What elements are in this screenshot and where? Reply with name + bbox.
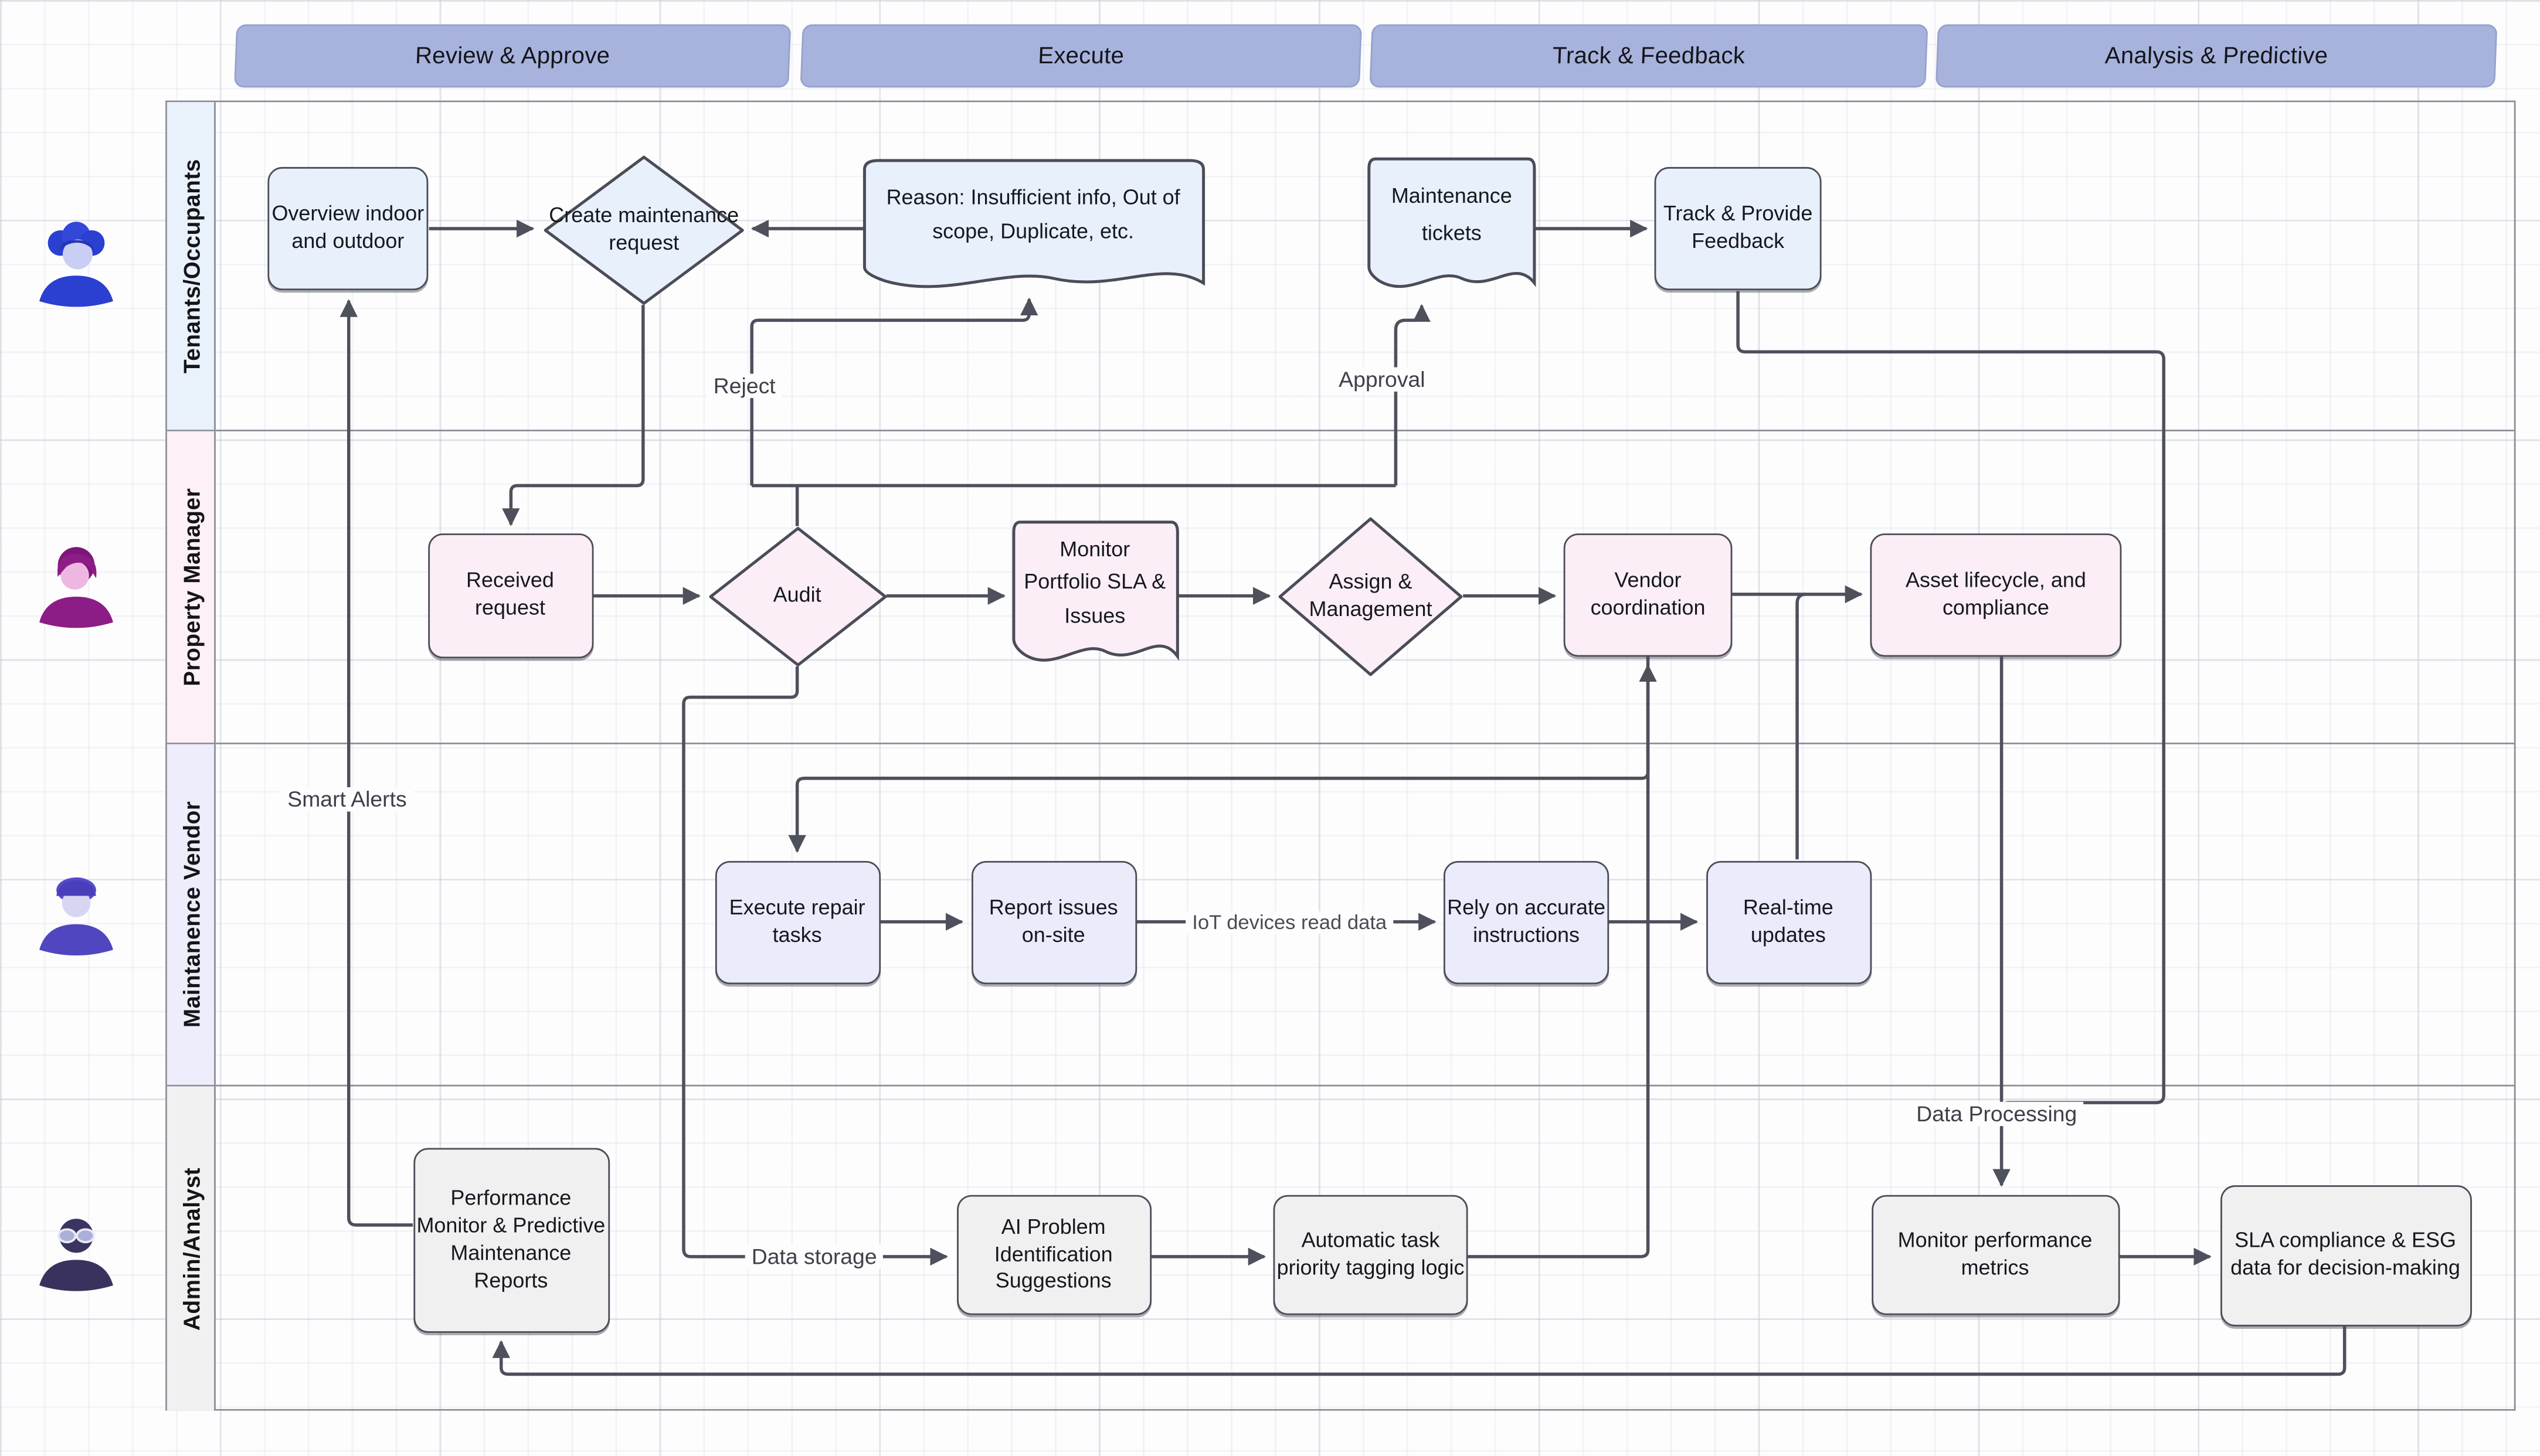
edge-label-data-storage: Data storage (745, 1244, 884, 1269)
node-label: Create maintenance request (549, 203, 739, 255)
node-label: SLA compliance & ESG data for decision-m… (2230, 1227, 2460, 1280)
node-assign-management-decision[interactable]: Assign & Management (1278, 516, 1463, 675)
node-label: Maintenance tickets (1391, 183, 1512, 244)
lane-label-strip: Admin/Analyst (167, 1086, 216, 1411)
node-execute-repair-tasks[interactable]: Execute repair tasks (714, 860, 880, 984)
node-label: Execute repair tasks (729, 894, 865, 947)
property-manager-avatar-icon (39, 547, 113, 628)
node-label: Assign & Management (1309, 568, 1432, 621)
node-label: Real-time updates (1743, 894, 1833, 947)
node-label: Overview indoor and outdoor (271, 201, 425, 253)
node-create-maintenance-request[interactable]: Create maintenance request (544, 156, 745, 305)
lane-label-strip: Tenants/Occupants (167, 102, 216, 430)
node-audit-decision[interactable]: Audit (708, 526, 886, 666)
node-automatic-task-priority[interactable]: Automatic task priority tagging logic (1273, 1195, 1468, 1315)
node-monitor-performance-metrics[interactable]: Monitor performance metrics (1870, 1195, 2120, 1315)
node-label: Asset lifecycle, and compliance (1906, 567, 2086, 619)
maintenance-vendor-avatar-icon (39, 877, 113, 956)
tenant-avatar-icon (39, 222, 113, 307)
node-vendor-coordination[interactable]: Vendor coordination (1563, 532, 1733, 656)
node-label: Track & Provide Feedback (1663, 201, 1813, 253)
edge-label-smart-alerts: Smart Alerts (281, 787, 413, 812)
lane-label-strip: Property Manager (167, 431, 216, 743)
lane-admin-analyst: Admin/Analyst (167, 1086, 2514, 1411)
node-ai-problem-identification[interactable]: AI Problem Identification Suggestions (956, 1195, 1151, 1315)
node-monitor-portfolio-sla[interactable]: Monitor Portfolio SLA & Issues (1013, 521, 1177, 670)
node-label: Monitor performance metrics (1897, 1227, 2093, 1280)
node-label: Performance Monitor & Predictive Mainten… (416, 1185, 606, 1292)
node-report-issues-onsite[interactable]: Report issues on-site (970, 860, 1136, 984)
lane-maintenance-vendor: Maintanence Vendor (167, 744, 2514, 1087)
node-maintenance-tickets[interactable]: Maintenance tickets (1369, 159, 1534, 297)
edge-label-reject: Reject (707, 373, 782, 399)
edge-label-data-processing: Data Processing (1910, 1101, 2084, 1127)
node-label: AI Problem Identification Suggestions (994, 1214, 1113, 1293)
node-sla-esg-decision-making[interactable]: SLA compliance & ESG data for decision-m… (2219, 1184, 2471, 1326)
node-label: Received request (466, 567, 554, 620)
edge-label-iot-devices: IoT devices read data (1186, 910, 1394, 934)
node-received-request[interactable]: Received request (427, 532, 593, 658)
node-asset-lifecycle-compliance[interactable]: Asset lifecycle, and compliance (1870, 532, 2122, 656)
node-label: Vendor coordination (1590, 567, 1706, 619)
node-label: Rely on accurate instructions (1447, 894, 1606, 947)
node-label: Monitor Portfolio SLA & Issues (1024, 537, 1166, 627)
node-label: Report issues on-site (989, 894, 1118, 947)
node-label: Automatic task priority tagging logic (1276, 1227, 1465, 1280)
node-track-provide-feedback[interactable]: Track & Provide Feedback (1654, 166, 1822, 291)
node-label: Audit (773, 582, 821, 607)
lane-tenants-occupants: Tenants/Occupants (167, 102, 2514, 431)
node-reason-document[interactable]: Reason: Insufficient info, Out of scope,… (864, 161, 1203, 297)
node-rely-accurate-instructions[interactable]: Rely on accurate instructions (1444, 860, 1609, 984)
node-overview-indoor-outdoor[interactable]: Overview indoor and outdoor (267, 166, 429, 291)
lane-label-strip: Maintanence Vendor (167, 744, 216, 1085)
edge-label-approval: Approval (1332, 367, 1432, 392)
admin-analyst-avatar-icon (39, 1219, 113, 1291)
node-label: Reason: Insufficient info, Out of scope,… (886, 185, 1180, 243)
node-performance-monitor-reports[interactable]: Performance Monitor & Predictive Mainten… (413, 1148, 609, 1333)
node-realtime-updates[interactable]: Real-time updates (1705, 860, 1871, 984)
